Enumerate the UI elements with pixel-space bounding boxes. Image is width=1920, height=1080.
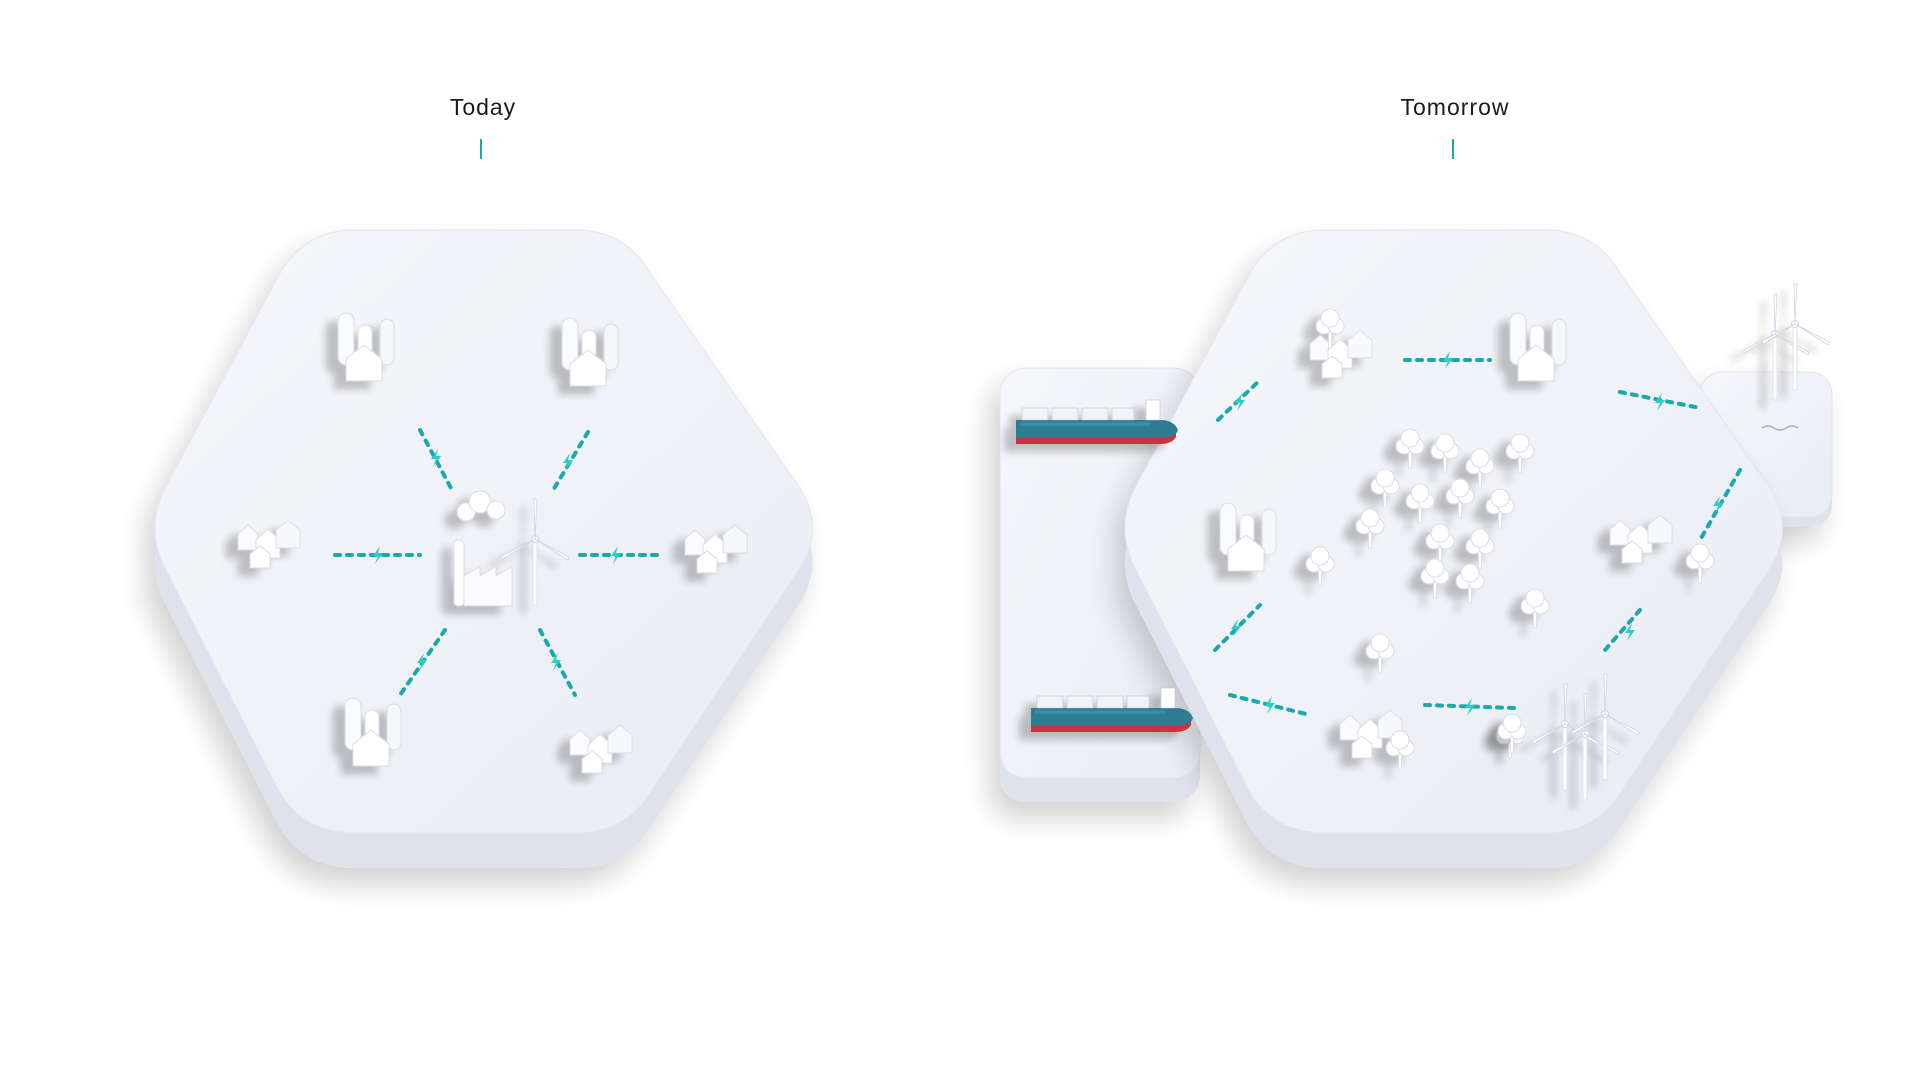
tomorrow-title-marker [1452,139,1454,159]
today-platform [154,229,813,868]
today-title: Today [449,94,517,120]
today-title-marker [480,139,482,159]
tomorrow-platform [1124,229,1783,868]
tomorrow-title: Tomorrow [1400,94,1510,120]
